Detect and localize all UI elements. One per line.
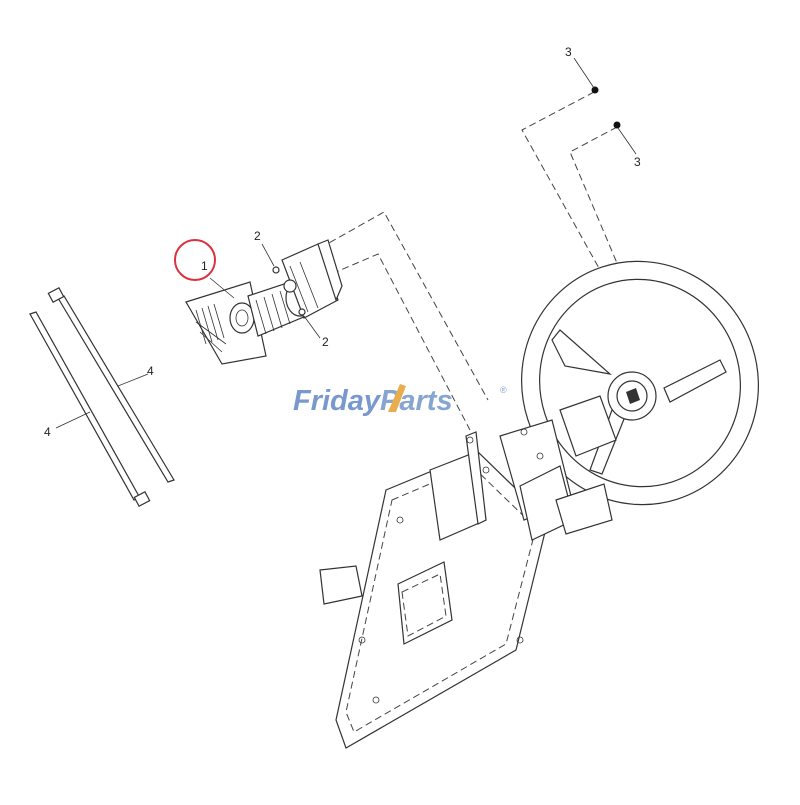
watermark-brand-friday: Friday (293, 385, 382, 417)
nut-top (591, 86, 599, 94)
watermark-brand-parts: Parts (380, 385, 453, 417)
callouts: 1 2 2 3 3 4 4 (44, 45, 641, 439)
fridayparts-watermark: FridayParts ® (293, 384, 507, 417)
callout-3b: 3 (634, 155, 641, 169)
leader-lines (55, 57, 637, 429)
steering-mount-plate (319, 419, 613, 749)
tie-strap-right (47, 286, 175, 483)
steering-column-yoke (272, 239, 343, 319)
nut-lower (613, 121, 621, 129)
callout-2b: 2 (322, 335, 329, 349)
callout-4a: 4 (147, 364, 154, 378)
svg-text:FridayParts: FridayParts (293, 385, 453, 417)
steering-wheel (521, 260, 759, 506)
callout-2a: 2 (254, 229, 261, 243)
callout-1: 1 (201, 259, 208, 273)
tie-strap-left (29, 311, 151, 508)
watermark-accent-icon (388, 384, 406, 412)
watermark-registered: ® (500, 385, 507, 395)
callout-4b: 4 (44, 425, 51, 439)
highlight-circle (174, 239, 216, 281)
callout-3a: 3 (565, 45, 572, 59)
